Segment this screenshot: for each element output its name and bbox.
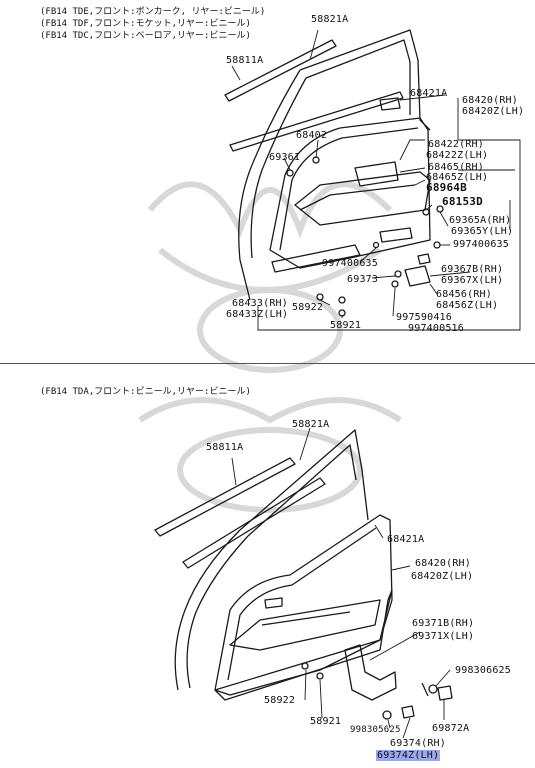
part-69374-RH: 69374(RH): [390, 738, 446, 749]
part-997590416: 997590416: [396, 312, 452, 323]
part-58821A-top: 58821A: [311, 14, 349, 25]
part-69367X-LH: 69367X(LH): [441, 275, 504, 286]
part-58922-top: 58922: [292, 302, 324, 313]
part-68465RH: 68465(RH): [428, 162, 484, 173]
part-68456-RH: 68456(RH): [436, 289, 492, 300]
part-58811A-top: 58811A: [226, 55, 264, 66]
part-69371B-RH: 69371B(RH): [412, 618, 475, 629]
part-69367B-RH: 69367B(RH): [441, 264, 504, 275]
part-997400516: 997400516: [408, 323, 464, 334]
part-997400635-b: 997400635: [322, 258, 378, 269]
caption-line-3: (FB14 TDC,フロント:ベーロア,リヤー:ビニール): [40, 31, 251, 41]
part-68420LH-top: 68420Z(LH): [462, 106, 525, 117]
part-68465LH: 68465Z(LH): [426, 172, 489, 183]
part-58921-top: 58921: [330, 320, 362, 331]
part-68433Z-LH: 68433Z(LH): [226, 309, 289, 320]
part-68402: 68402: [296, 130, 328, 141]
part-58811A-bottom: 58811A: [206, 442, 244, 453]
part-69872A: 69872A: [432, 723, 470, 734]
caption-line-1: (FB14 TDE,フロント:ボンカーク, リヤー:ビニール): [40, 7, 266, 17]
part-68420RH-top: 68420(RH): [462, 95, 518, 106]
part-68420RH-bottom: 68420(RH): [415, 558, 471, 569]
part-998306625: 998306625: [455, 665, 511, 676]
part-68420LH-bottom: 68420Z(LH): [411, 571, 474, 582]
caption-bottom: (FB14 TDA,フロント:ビニール,リヤー:ビニール): [40, 387, 251, 397]
part-69373-top: 69373: [347, 274, 379, 285]
part-997400635-a: 997400635: [453, 239, 509, 250]
part-58821A-bottom: 58821A: [292, 419, 330, 430]
part-68153D: 68153D: [442, 195, 483, 208]
part-58921-bottom: 58921: [310, 716, 342, 727]
part-998305625: 998305625: [350, 725, 401, 735]
section-divider: [0, 363, 535, 364]
part-69365Y-LH: 69365Y(LH): [451, 226, 514, 237]
part-69371X-LH: 69371X(LH): [412, 631, 475, 642]
part-69365A-RH: 69365A(RH): [449, 215, 512, 226]
part-68422LH: 68422Z(LH): [426, 150, 489, 161]
part-68964B: 68964B: [426, 181, 467, 194]
part-68422RH: 68422(RH): [428, 139, 484, 150]
part-68421A-bottom: 68421A: [387, 534, 425, 545]
part-69374Z-LH: 69374Z(LH): [376, 750, 441, 761]
part-68456Z-LH: 68456Z(LH): [436, 300, 499, 311]
caption-line-2: (FB14 TDF,フロント:モケット,リヤー:ビニール): [40, 19, 251, 29]
part-69361: 69361: [269, 152, 301, 163]
highlighted-part-number: 69374Z(LH): [376, 750, 441, 761]
part-68421A-top: 68421A: [410, 88, 448, 99]
part-58922-bottom: 58922: [264, 695, 296, 706]
part-68433-RH: 68433(RH): [232, 298, 288, 309]
